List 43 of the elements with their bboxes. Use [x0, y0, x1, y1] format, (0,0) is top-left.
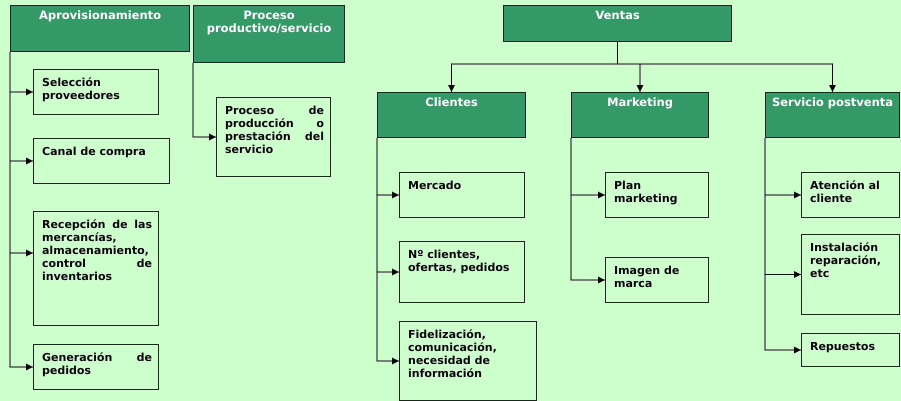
box-label: Generación de pedidos	[42, 351, 152, 377]
process-box	[33, 138, 170, 184]
process-box	[801, 333, 900, 367]
arrow	[764, 138, 802, 354]
process-box	[605, 172, 709, 218]
header-box	[377, 92, 526, 138]
header-box	[765, 92, 900, 138]
box-label: Canal de compra	[42, 145, 147, 158]
header-label: Marketing	[606, 96, 674, 109]
process-box	[399, 241, 525, 303]
arrow	[617, 42, 836, 92]
box-label: Nº clientes, ofertas, pedidos	[408, 248, 510, 274]
box-label: Recepción de las mercancías, almacenamiento, control de inventarios	[42, 218, 152, 283]
header-label: Proceso productivo/servicio	[206, 9, 332, 35]
box-label: Fidelización, comunicación, necesidad de información	[408, 328, 498, 380]
box-label: Mercado	[408, 179, 462, 192]
process-box	[33, 69, 159, 115]
box-label: Repuestos	[810, 340, 876, 353]
process-box	[399, 321, 537, 401]
header-box	[503, 5, 732, 42]
box-label: Plan marketing	[614, 179, 679, 205]
header-box	[10, 5, 190, 52]
box-label: Instalación reparación, etc	[810, 241, 882, 280]
arrow	[192, 62, 216, 140]
process-box	[801, 172, 900, 218]
header-label: Aprovisionamiento	[38, 9, 162, 22]
process-box	[399, 172, 525, 218]
process-box	[33, 211, 159, 326]
header-label: Servicio postventa	[770, 96, 894, 109]
box-label: Atención al cliente	[810, 179, 881, 205]
process-box	[216, 97, 331, 177]
arrow	[376, 138, 400, 364]
header-label: Clientes	[424, 96, 479, 109]
header-box	[193, 5, 345, 63]
process-box	[605, 257, 709, 303]
arrow	[570, 138, 606, 284]
box-label: Imagen de marca	[614, 264, 680, 290]
process-box	[801, 234, 900, 315]
box-label: Selección proveedores	[42, 76, 121, 102]
box-label: Proceso de producción o prestación del servicio	[225, 104, 324, 156]
process-box	[33, 344, 159, 390]
header-label: Ventas	[594, 9, 641, 22]
header-box	[571, 92, 709, 138]
